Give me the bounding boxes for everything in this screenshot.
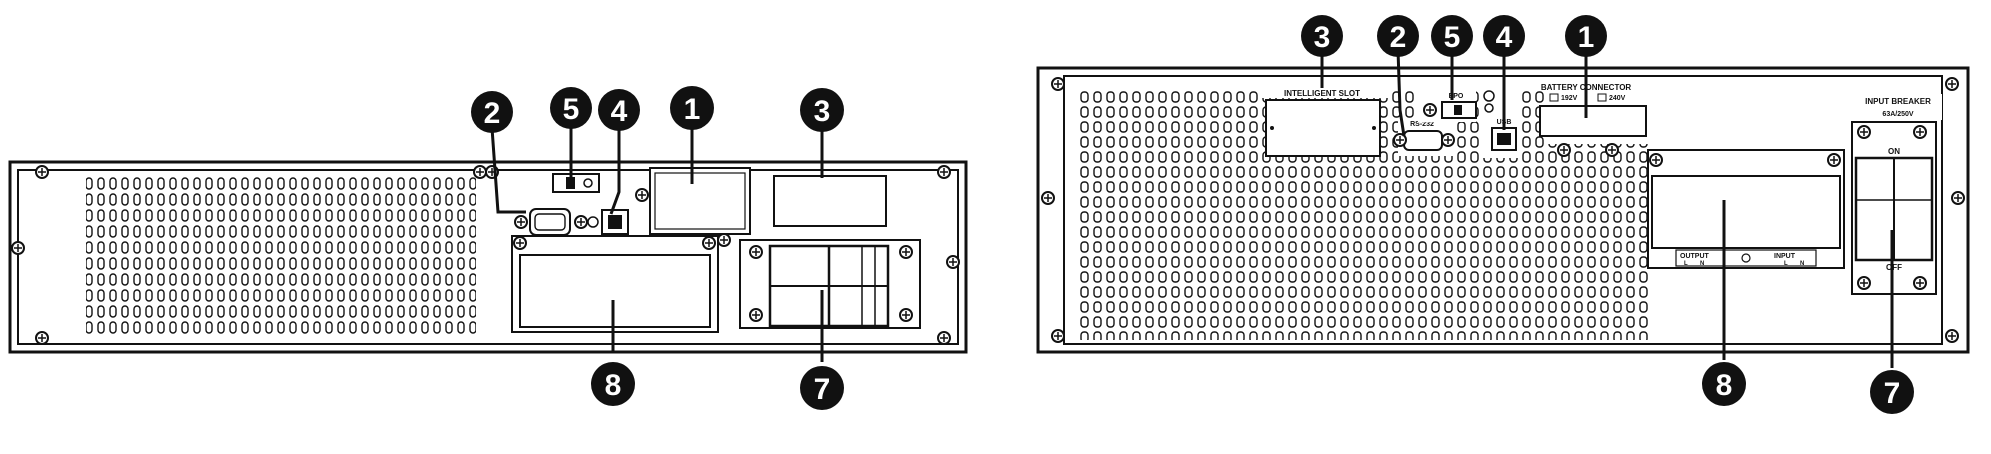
svg-text:3: 3 (814, 95, 831, 128)
right-usb-port: USB (1482, 86, 1522, 158)
svg-text:1: 1 (684, 93, 701, 126)
right-callout-1: 1 (1565, 15, 1607, 57)
svg-text:2: 2 (1390, 21, 1407, 54)
right-epo-port: EPO (1418, 90, 1477, 122)
left-callout-2: 2 (471, 91, 513, 133)
svg-text:8: 8 (1716, 369, 1733, 402)
svg-text:OFF: OFF (1886, 263, 1902, 272)
svg-text:5: 5 (563, 93, 580, 126)
right-callout-7: 7 (1870, 370, 1914, 414)
svg-text:240V: 240V (1609, 95, 1626, 102)
left-usb-port (587, 209, 629, 235)
svg-text:8: 8 (605, 369, 622, 402)
right-battery-connector: BATTERY CONNECTOR 192V 240V (1539, 80, 1656, 157)
right-callout-2: 2 (1377, 15, 1419, 57)
svg-text:L: L (1684, 261, 1688, 267)
left-epo-port (552, 173, 600, 193)
right-rs232-port: RS-232 (1393, 118, 1455, 156)
svg-text:5: 5 (1444, 21, 1461, 54)
right-callout-5: 5 (1431, 15, 1473, 57)
right-input-breaker: INPUT BREAKER 63A/250V ON OFF (1851, 94, 1942, 295)
svg-text:N: N (1800, 261, 1804, 267)
left-intelligent-slot (773, 175, 887, 227)
svg-text:INPUT BREAKER: INPUT BREAKER (1865, 97, 1931, 106)
svg-text:ON: ON (1888, 147, 1900, 156)
left-callout-8: 8 (591, 362, 635, 406)
svg-text:N: N (1700, 261, 1704, 267)
left-callout-3: 3 (800, 88, 844, 132)
left-vent-area (86, 174, 476, 336)
svg-text:RS-232: RS-232 (1410, 121, 1434, 128)
left-callout-4: 4 (598, 89, 640, 131)
svg-text:INTELLIGENT SLOT: INTELLIGENT SLOT (1284, 89, 1360, 98)
svg-text:L: L (1784, 261, 1788, 267)
svg-text:4: 4 (611, 95, 628, 128)
svg-text:1: 1 (1578, 21, 1595, 54)
svg-text:7: 7 (1884, 377, 1901, 410)
right-callout-8: 8 (1702, 362, 1746, 406)
left-input-breaker (739, 239, 921, 329)
svg-text:3: 3 (1314, 21, 1331, 54)
svg-text:63A/250V: 63A/250V (1882, 111, 1913, 118)
svg-text:4: 4 (1496, 21, 1513, 54)
right-callout-3: 3 (1301, 15, 1343, 57)
svg-text:7: 7 (814, 373, 831, 406)
left-unit: 2 5 4 1 3 8 7 (8, 86, 968, 410)
svg-text:OUTPUT: OUTPUT (1680, 253, 1710, 260)
svg-text:INPUT: INPUT (1774, 253, 1796, 260)
svg-text:2: 2 (484, 97, 501, 130)
left-battery-connector (635, 167, 751, 247)
left-callout-1: 1 (670, 86, 714, 130)
svg-text:EPO: EPO (1449, 93, 1464, 100)
svg-text:192V: 192V (1561, 95, 1578, 102)
left-callout-5: 5 (550, 87, 592, 129)
right-unit: INTELLIGENT SLOT RS-232 EPO USB (1036, 15, 1970, 414)
left-terminal-block (511, 235, 719, 333)
left-callout-7: 7 (800, 366, 844, 410)
right-intelligent-slot: INTELLIGENT SLOT (1262, 84, 1392, 157)
right-terminal-block: OUTPUT L N INPUT L N (1647, 149, 1845, 269)
right-callout-4: 4 (1483, 15, 1525, 57)
